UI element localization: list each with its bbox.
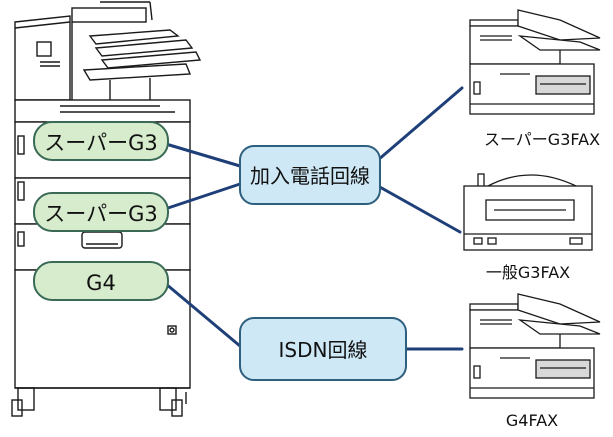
- link-port2-to-pstn: [166, 182, 242, 210]
- network-pstn-label: 加入電話回線: [250, 164, 370, 188]
- link-port1-to-pstn: [164, 142, 242, 168]
- connection-lines: [164, 86, 464, 351]
- link-port3-to-isdn: [164, 282, 242, 348]
- g4-fax-label: G4FAX: [506, 411, 558, 430]
- general-g3-fax-illustration: [463, 173, 593, 251]
- port-label-2-text: スーパーG3: [44, 202, 157, 226]
- super-g3-fax-illustration: [469, 9, 601, 115]
- port-label-2: スーパーG3: [33, 192, 169, 232]
- link-pstn-to-general-g3-fax: [376, 184, 462, 234]
- port-label-1-text: スーパーG3: [44, 131, 157, 155]
- network-isdn-label: ISDN回線: [279, 338, 368, 362]
- port-label-3-text: G4: [86, 271, 116, 295]
- port-label-1: スーパーG3: [33, 121, 169, 161]
- network-isdn-box: ISDN回線: [239, 317, 407, 381]
- link-pstn-to-super-g3-fax: [376, 86, 464, 162]
- port-label-3: G4: [33, 261, 169, 301]
- general-g3-fax-label: 一般G3FAX: [486, 263, 570, 282]
- g4-fax-illustration: [469, 293, 601, 399]
- network-pstn-box: 加入電話回線: [239, 145, 381, 205]
- super-g3-fax-label: スーパーG3FAX: [484, 130, 600, 149]
